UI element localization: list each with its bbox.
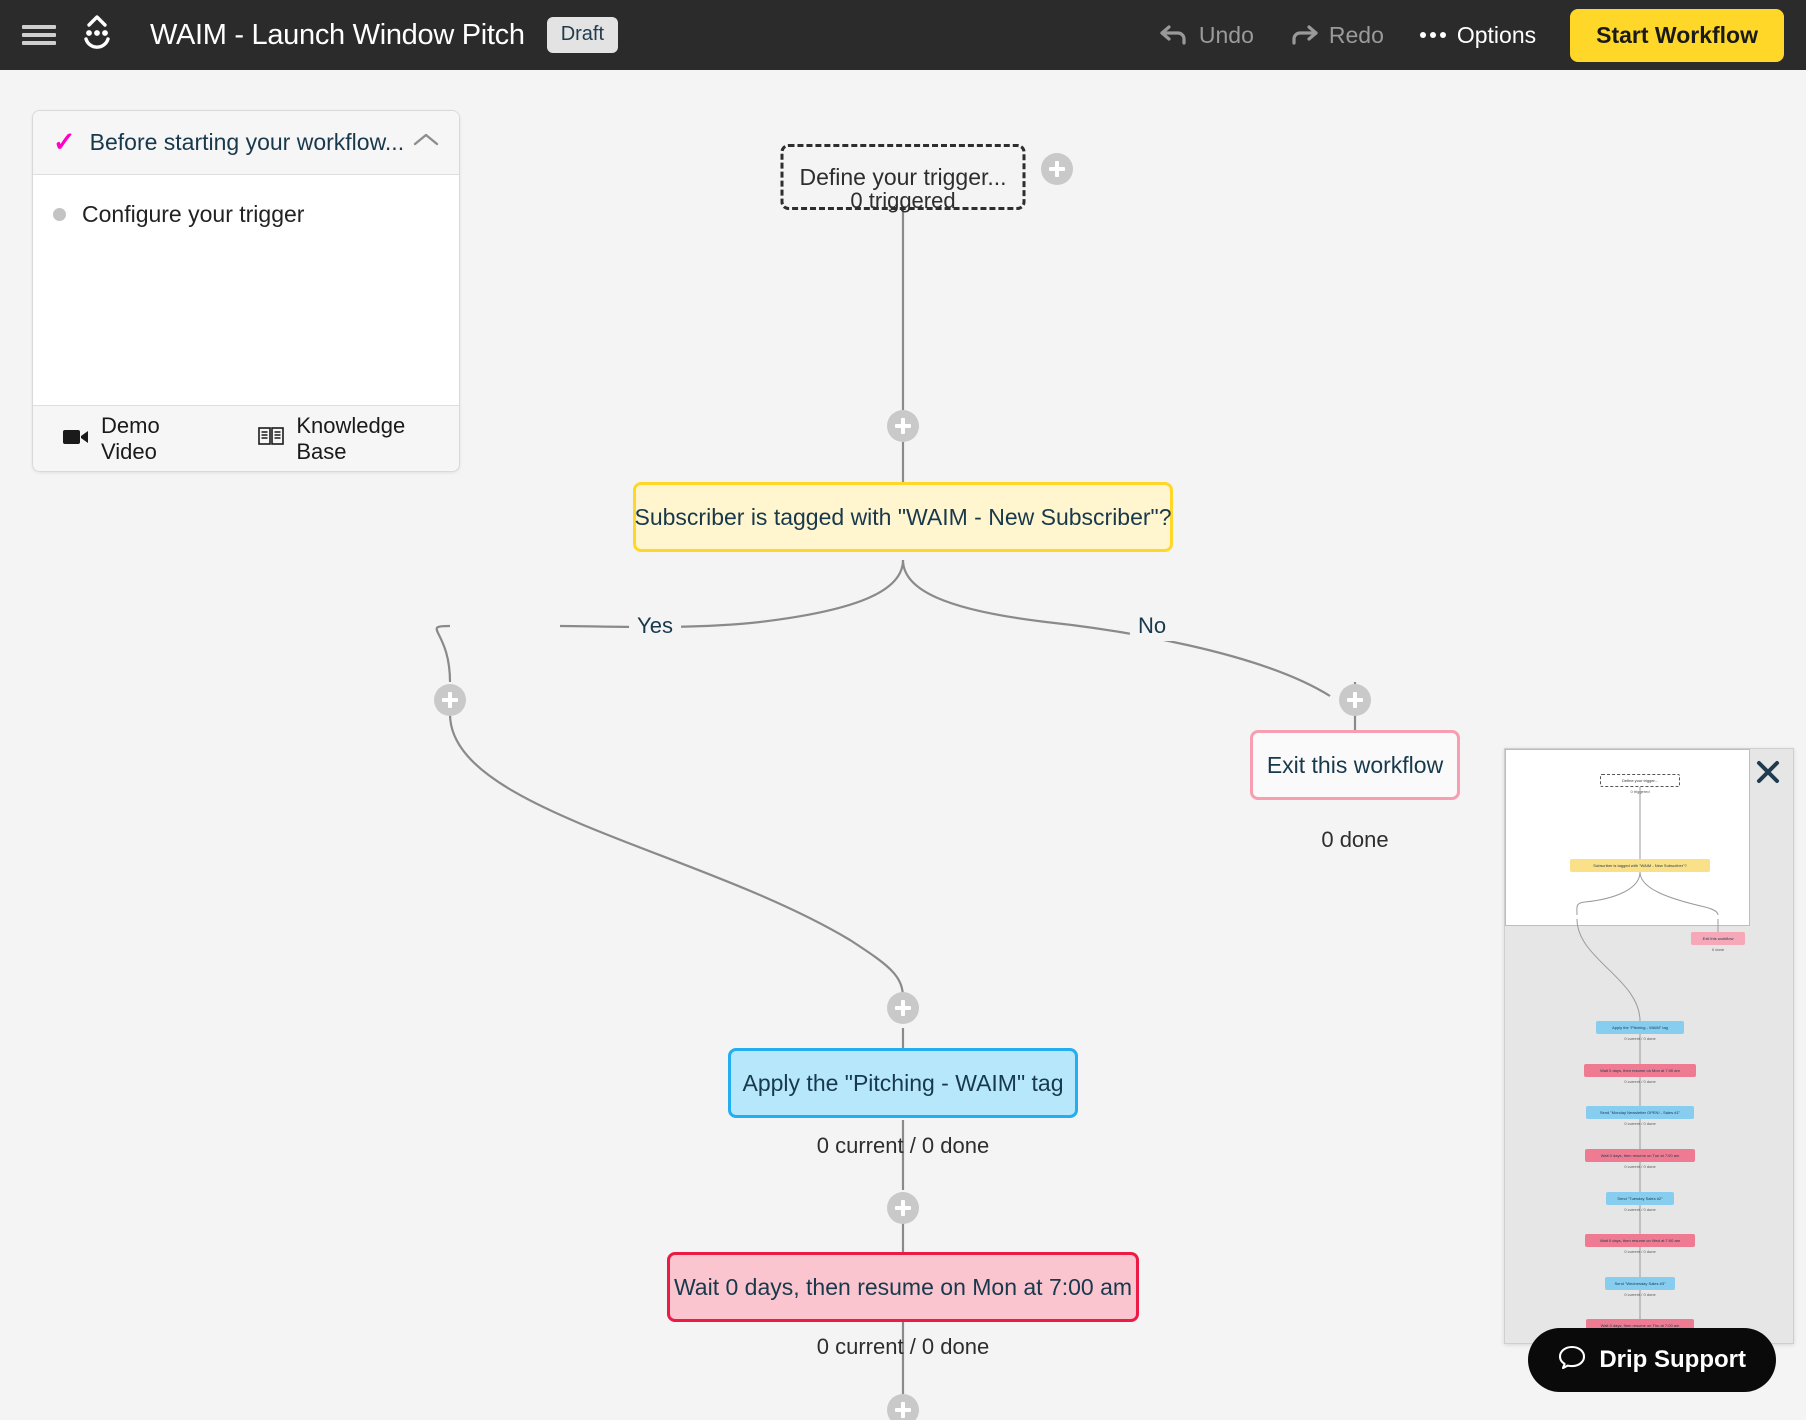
checklist-body: Configure your trigger (33, 175, 459, 405)
page-title: WAIM - Launch Window Pitch (150, 18, 525, 51)
options-label: Options (1456, 21, 1537, 48)
checklist-item-configure-trigger[interactable]: Configure your trigger (53, 201, 439, 228)
minimap-node: Wait 0 days, then resume on Mon at 7:00 … (1584, 1064, 1696, 1077)
node-caption: 0 triggered (850, 188, 956, 213)
undo-label: Undo (1198, 21, 1254, 48)
minimap-node-caption: 0 current / 0 done (1624, 1164, 1656, 1169)
drip-support-label: Drip Support (1599, 1346, 1746, 1373)
workflow-node-wait[interactable]: Wait 0 days, then resume on Mon at 7:00 … (667, 1252, 1139, 1322)
node-label: Subscriber is tagged with "WAIM - New Su… (634, 503, 1172, 530)
chevron-up-icon[interactable] (413, 132, 439, 153)
hamburger-line (22, 41, 56, 45)
minimap-node-caption: 0 current / 0 done (1624, 1079, 1656, 1084)
checklist-header[interactable]: ✓ Before starting your workflow... (33, 111, 459, 175)
top-bar: WAIM - Launch Window Pitch Draft Undo Re… (0, 0, 1806, 70)
checklist-item-label: Configure your trigger (82, 201, 305, 227)
minimap-node: Subscriber is tagged with "WAIM - New Su… (1570, 859, 1710, 872)
minimap-node: Wait 0 days, then resume on Tue at 7:00 … (1585, 1149, 1695, 1162)
close-icon[interactable] (1755, 759, 1781, 790)
options-button[interactable]: Options (1402, 14, 1554, 57)
node-caption: 0 current / 0 done (816, 1334, 990, 1359)
minimap-node-caption: 0 done (1711, 947, 1725, 952)
minimap-node: Define your trigger... (1600, 774, 1680, 787)
workflow-node-trigger[interactable]: Define your trigger... (780, 144, 1026, 210)
workflow-node-exit[interactable]: Exit this workflow (1250, 730, 1460, 800)
video-camera-icon (63, 426, 89, 452)
demo-video-label: Demo Video (101, 412, 160, 464)
minimap-node-caption: 0 current / 0 done (1624, 1292, 1656, 1297)
check-icon: ✓ (53, 127, 76, 157)
minimap-node-caption: 0 current / 0 done (1624, 1249, 1656, 1254)
minimap-node: Send "Wednesday Sales #3" (1605, 1277, 1675, 1290)
drip-logo-icon[interactable] (76, 13, 118, 57)
knowledge-base-button[interactable]: Knowledge Base (248, 409, 439, 469)
node-label: Wait 0 days, then resume on Mon at 7:00 … (673, 1273, 1133, 1300)
node-caption: 0 done (1321, 827, 1389, 852)
minimap-node: Send "Tuesday Sales #2" (1606, 1192, 1674, 1205)
status-badge: Draft (546, 17, 619, 53)
redo-label: Redo (1328, 21, 1384, 48)
undo-button[interactable]: Undo (1142, 14, 1272, 57)
hamburger-icon[interactable] (22, 22, 56, 48)
branch-label-no: No (1129, 611, 1175, 641)
minimap-node: Exit this workflow (1691, 932, 1745, 945)
minimap-node: Wait 0 days, then resume on Wed at 7:00 … (1585, 1234, 1695, 1247)
start-workflow-button[interactable]: Start Workflow (1570, 8, 1784, 62)
checklist-footer: Demo Video Knowledge Base (33, 405, 459, 471)
demo-video-button[interactable]: Demo Video (53, 409, 206, 469)
minimap-node-caption: 0 current / 0 done (1624, 1036, 1656, 1041)
branch-label-yes: Yes (629, 611, 681, 641)
chat-bubble-icon (1558, 1343, 1586, 1378)
node-label: Define your trigger... (799, 163, 1007, 190)
node-label: Apply the "Pitching - WAIM" tag (742, 1069, 1064, 1096)
onboarding-checklist-panel: ✓ Before starting your workflow... Confi… (32, 110, 460, 472)
undo-icon (1160, 24, 1188, 46)
knowledge-base-label: Knowledge Base (296, 412, 406, 464)
plus-circle-icon[interactable] (887, 1192, 919, 1224)
checklist-title: Before starting your workflow... (89, 129, 405, 155)
bullet-icon (53, 208, 66, 221)
plus-circle-icon[interactable] (1041, 153, 1073, 185)
minimap-node-caption: 0 current / 0 done (1624, 1207, 1656, 1212)
plus-circle-icon[interactable] (434, 684, 466, 716)
plus-circle-icon[interactable] (887, 410, 919, 442)
plus-circle-icon[interactable] (887, 1394, 919, 1420)
minimap-node-caption: 0 triggered (1630, 789, 1650, 794)
hamburger-line (22, 33, 56, 37)
drip-support-button[interactable]: Drip Support (1528, 1328, 1776, 1392)
minimap-node: Apply the "Pitching - WAIM" tag (1596, 1021, 1684, 1034)
minimap-edges (1576, 787, 1719, 1343)
minimap-node: Send "Monday Newsletter OPEN! - Sales #1… (1586, 1106, 1694, 1119)
workflow-node-apply-tag[interactable]: Apply the "Pitching - WAIM" tag (728, 1048, 1078, 1118)
top-bar-actions: Undo Redo Options Start Workflow (1142, 8, 1806, 62)
minimap-viewport[interactable] (1505, 749, 1750, 926)
node-label: Exit this workflow (1266, 751, 1444, 778)
book-icon (258, 426, 285, 452)
hamburger-line (22, 25, 56, 29)
redo-button[interactable]: Redo (1272, 14, 1402, 57)
redo-icon (1290, 24, 1318, 46)
workflow-node-decision[interactable]: Subscriber is tagged with "WAIM - New Su… (633, 482, 1173, 552)
plus-circle-icon[interactable] (1339, 684, 1371, 716)
node-caption: 0 current / 0 done (816, 1133, 990, 1158)
plus-circle-icon[interactable] (887, 992, 919, 1024)
minimap-node-caption: 0 current / 0 done (1624, 1121, 1656, 1126)
ellipsis-icon (1419, 32, 1446, 38)
